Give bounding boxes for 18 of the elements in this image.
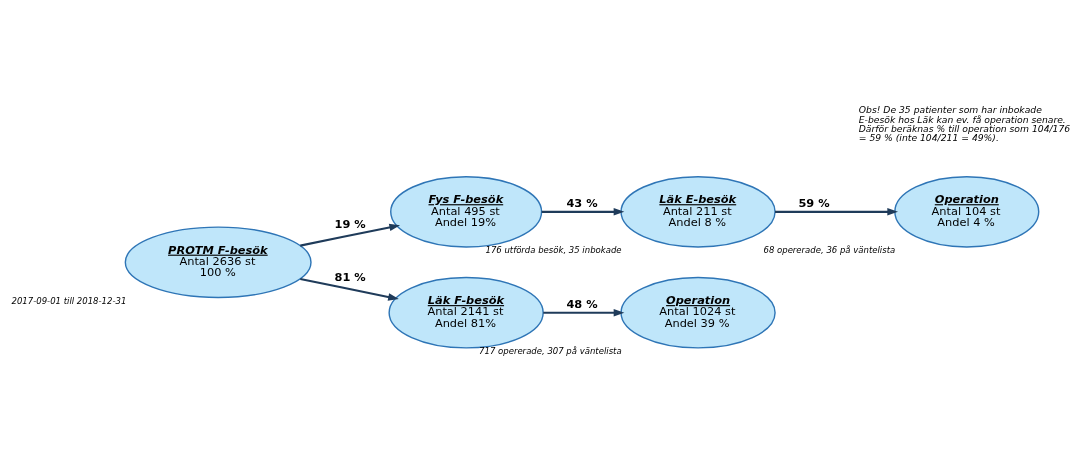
arrow	[300, 223, 401, 247]
edge-label: 81 %	[334, 270, 366, 285]
label: Obs! De 35 patienter som har inbokade E-besök hos Läk kan ev. få operation senare. Därför beräknas % till operation som 104/176 = 59 % (inte 104/211 = 49%).	[858, 104, 1071, 144]
node-ellipse: PROTM F-besök Antal 2636 st 100 %	[124, 226, 312, 299]
node-label: 176 utförda besök, 35 inbokade	[485, 245, 622, 256]
node-ellipse: Operation Antal 104 st Andel 4 %	[894, 175, 1040, 248]
node-ellipse: Operation Antal 1024 st Andel 39 %	[620, 276, 776, 349]
edge-label: 43 %	[566, 196, 598, 211]
node-label: 2017-09-01 till 2018-12-31	[11, 295, 127, 306]
node-label: 68 opererade, 36 på väntelista	[763, 245, 896, 256]
node-label: 717 opererade, 307 på väntelista	[479, 346, 622, 357]
arrow	[543, 309, 625, 317]
arrow	[775, 208, 898, 216]
edge-label: 59 %	[798, 196, 830, 211]
arrow	[300, 277, 399, 301]
edge-label: 19 %	[334, 217, 366, 232]
edge-label: 48 %	[566, 297, 598, 312]
arrow	[541, 208, 625, 216]
